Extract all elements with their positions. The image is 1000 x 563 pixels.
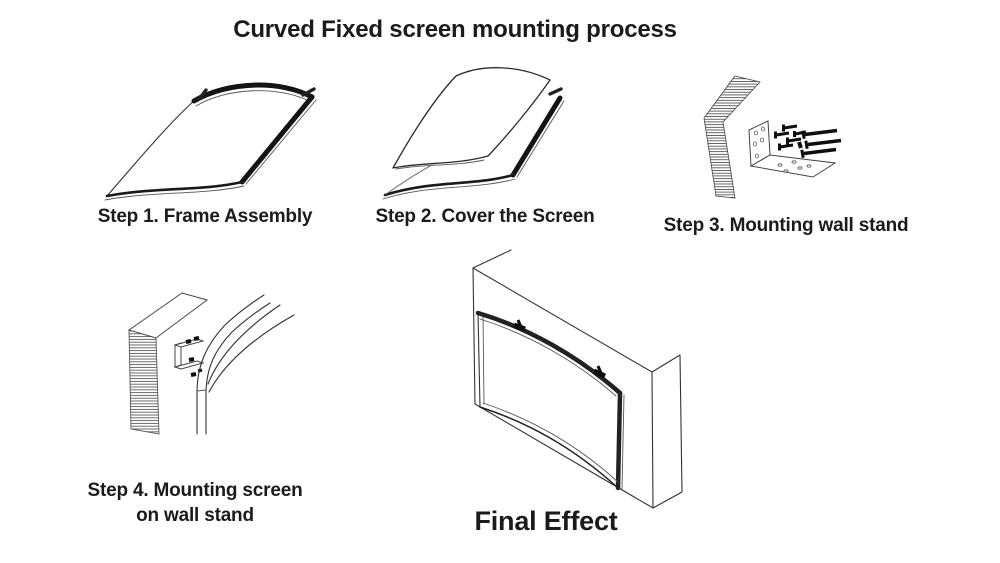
wall-panel — [472, 249, 683, 509]
step4-figure — [112, 268, 312, 473]
step2-label: Step 2. Cover the Screen — [375, 206, 595, 227]
wall-front-face-hatched — [128, 329, 160, 435]
frame-clip — [548, 87, 563, 96]
final-effect-label: Final Effect — [474, 506, 618, 536]
short-bolts — [774, 124, 807, 151]
diagram-title: Curved Fixed screen mounting process — [233, 16, 677, 43]
screen-edge-tube — [196, 294, 295, 435]
step2-figure — [372, 58, 612, 208]
bracket-bottom-flange — [173, 360, 205, 370]
bracket-base-plate — [749, 154, 837, 178]
step1-label: Step 1. Frame Assembly — [97, 206, 313, 227]
sheet-fold-line — [395, 159, 485, 170]
step4-label-line2: on wall stand — [136, 504, 254, 526]
frame-right-edge — [239, 94, 315, 185]
bracket-screws — [185, 336, 203, 377]
final-effect-figure — [438, 243, 700, 515]
frame-bottom-edge — [105, 180, 244, 198]
step1-figure — [98, 70, 333, 208]
screen-top-clips — [513, 319, 607, 379]
step3-figure — [683, 72, 903, 212]
frame-clip-right — [301, 87, 316, 97]
frame-bottom-edge — [383, 173, 515, 197]
wall-edge-hatched — [703, 75, 761, 199]
step3-label: Step 3. Mounting wall stand — [663, 215, 909, 236]
frame-right-edge — [510, 95, 563, 178]
frame-with-screen-sheet-drawing — [382, 67, 565, 200]
frame-top-edge — [191, 82, 315, 104]
mounted-screen-frame — [475, 310, 625, 491]
curved-frame-drawing — [104, 82, 317, 201]
screen-sheet — [392, 67, 551, 169]
wall-bracket-screws-drawing — [703, 75, 842, 199]
frame-left-edge — [106, 100, 195, 197]
frame-clip-left — [197, 88, 208, 101]
wall-top-face — [127, 292, 209, 339]
step4-label-line1: Step 4. Mounting screen — [87, 480, 303, 501]
screen-on-wall-bracket-drawing — [127, 292, 295, 435]
long-screws — [800, 128, 842, 158]
curved-screen-on-wall-drawing — [472, 249, 683, 509]
step4-label: Step 4. Mounting screen on wall stand — [45, 479, 345, 528]
